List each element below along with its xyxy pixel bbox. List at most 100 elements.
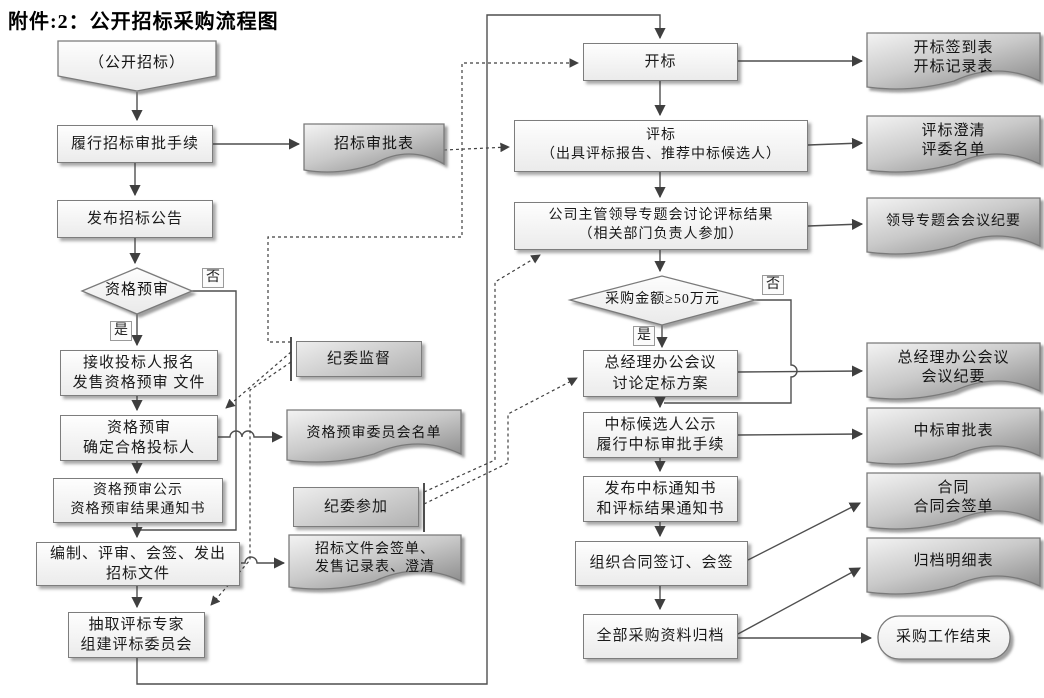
doc-text: 开标签到表 — [913, 39, 994, 56]
node-text: 和评标结果通知书 — [596, 501, 725, 517]
doc-bid-docs: 招标文件会签单、 发售记录表、澄清 — [289, 538, 461, 580]
node-contract-sign: 组织合同签订、会签 — [575, 541, 748, 586]
node-prequal-publicity: 资格预审公示 资格预审结果通知书 — [53, 478, 223, 523]
doc-win-approval: 中标审批表 — [867, 412, 1040, 452]
node-text: 发布中标通知书 — [604, 480, 717, 497]
node-archive-all: 全部采购资料归档 — [583, 614, 738, 659]
node-text: 中标候选人公示 — [604, 416, 717, 433]
node-text: 接收投标人报名 — [82, 354, 195, 371]
dedge-jiweijoin-leadermeet — [423, 254, 541, 493]
node-text: 评标 — [646, 128, 676, 144]
node-text: 纪委参加 — [323, 498, 388, 515]
doc-clarify-shape — [866, 115, 1041, 173]
label-yes-amount: 是 — [633, 326, 655, 346]
node-fulfill-approval: 履行招标审批手续 — [57, 125, 213, 163]
doc-text: 招标文件会签单、 — [315, 541, 435, 557]
node-text: 资格预审结果通知书 — [70, 501, 206, 517]
node-amount-decision: 采购金额≥50万元 — [570, 288, 755, 312]
doc-text: 归档明细表 — [913, 553, 994, 570]
node-text: 公司主管领导专题会讨论评标结果 — [548, 208, 774, 224]
doc-biddocs-shape — [288, 534, 462, 590]
node-notify: 发布中标通知书 和评标结果通知书 — [583, 476, 738, 522]
node-prepare-docs: 编制、评审、会签、发出 招标文件 — [36, 542, 240, 586]
doc-approval-shape — [303, 123, 445, 173]
node-text: 确定合格投标人 — [82, 440, 195, 456]
node-text: （公开招标） — [88, 55, 185, 72]
solid-connectors — [129, 14, 873, 685]
doc-gm-minutes: 总经理办公会议 会议纪要 — [867, 347, 1040, 389]
node-jiwei-supervise: 纪委监督 — [296, 341, 422, 377]
doc-approval-form: 招标审批表 — [304, 127, 444, 163]
node-text: 采购金额≥50万元 — [605, 291, 720, 307]
node-text: （出具评标报告、推荐中标候选人） — [541, 147, 781, 162]
node-end: 采购工作结束 — [878, 616, 1010, 659]
shape-layer — [57, 32, 1041, 660]
edge-winnerpub-docwinapproval — [737, 428, 864, 440]
node-text: 编制、评审、会签、发出 — [49, 545, 226, 562]
doc-text: 领导专题会会议纪要 — [886, 213, 1021, 229]
doc-archive-list-shape — [866, 537, 1041, 595]
node-text: 开标 — [644, 53, 677, 70]
node-text: 资格预审 — [104, 282, 169, 299]
node-text: 招标文件 — [105, 566, 170, 582]
node-text: 资格预审 — [106, 419, 171, 436]
doc-eval-clarify: 评标澄清 评委名单 — [867, 119, 1040, 163]
node-prequal-confirm: 资格预审 确定合格投标人 — [60, 415, 218, 461]
doc-win-approval-shape — [866, 407, 1041, 465]
node-text: 总经理办公会议 — [604, 355, 717, 372]
node-text: （相关部门负责人参加） — [578, 227, 744, 242]
node-prequal-decision: 资格预审 — [82, 277, 192, 305]
doc-text: 合同 — [937, 479, 970, 496]
node-experts: 抽取评标专家 组建评标委员会 — [68, 612, 205, 658]
doc-text: 评标澄清 — [921, 122, 986, 139]
doc-prequal-committee: 资格预审委员会名单 — [287, 414, 461, 454]
end-terminator-shape — [877, 615, 1011, 660]
node-text: 讨论定标方案 — [612, 375, 709, 392]
node-evaluate: 评标 （出具评标报告、推荐中标候选人） — [514, 120, 808, 172]
doc-archive-list: 归档明细表 — [867, 542, 1040, 582]
label-no-prequal: 否 — [202, 268, 224, 288]
dedge-jiweisupervise-confirm — [225, 351, 292, 409]
edge-experts-openbid — [136, 14, 666, 685]
node-text: 纪委监督 — [326, 350, 391, 367]
node-text: 发布招标公告 — [86, 210, 183, 227]
edge-prequalq-no-bypass — [139, 290, 237, 531]
node-start: （公开招标） — [58, 46, 216, 82]
doc-text: 中标审批表 — [913, 423, 994, 440]
doc-contract-shape — [866, 472, 1041, 530]
doc-text: 开标记录表 — [913, 59, 994, 75]
doc-text: 招标审批表 — [333, 136, 414, 153]
node-text: 组织合同签订、会签 — [589, 555, 734, 572]
doc-text: 合同会签单 — [913, 499, 994, 515]
doc-gm-minutes-shape — [866, 342, 1041, 400]
label-no-amount: 否 — [762, 275, 784, 295]
label-yes-prequal: 是 — [110, 321, 132, 341]
node-receive-bidders: 接收投标人报名 发售资格预审 文件 — [60, 350, 218, 396]
doc-text: 资格预审委员会名单 — [306, 425, 442, 441]
start-banner-shape — [57, 40, 217, 92]
doc-text: 总经理办公会议 — [897, 349, 1010, 366]
doc-leader-minutes: 领导专题会会议纪要 — [867, 202, 1040, 242]
node-gm-meeting: 总经理办公会议 讨论定标方案 — [583, 350, 738, 397]
edge-confirm-doccommittee — [218, 430, 284, 443]
dashed-connectors — [210, 58, 579, 606]
dedge-docapproval-evaluate — [443, 142, 510, 153]
node-text: 资格预审公示 — [93, 482, 183, 498]
node-text: 全部采购资料归档 — [596, 628, 725, 645]
doc-signin-shape — [866, 32, 1041, 90]
edge-prepare-docbiddocs — [241, 556, 286, 569]
node-text: 组建评标委员会 — [80, 637, 193, 653]
node-jiwei-join: 纪委参加 — [293, 487, 419, 527]
edge-archive-docarchivelist — [737, 567, 861, 635]
doc-signin-record: 开标签到表 开标记录表 — [867, 36, 1040, 80]
page-title: 附件:2：公开招标采购流程图 — [8, 11, 279, 33]
node-text: 采购工作结束 — [895, 628, 992, 645]
edge-contractsign-doccontract — [747, 502, 861, 561]
edge-leadermeet-docleaderminutes — [807, 218, 864, 230]
amount-decision-shape — [567, 275, 758, 326]
doc-committee-shape — [286, 409, 462, 463]
node-text: 抽取评标专家 — [88, 616, 185, 633]
doc-text: 发售记录表、澄清 — [315, 560, 435, 575]
edge-gmmeet-docgmminutes — [737, 365, 864, 377]
